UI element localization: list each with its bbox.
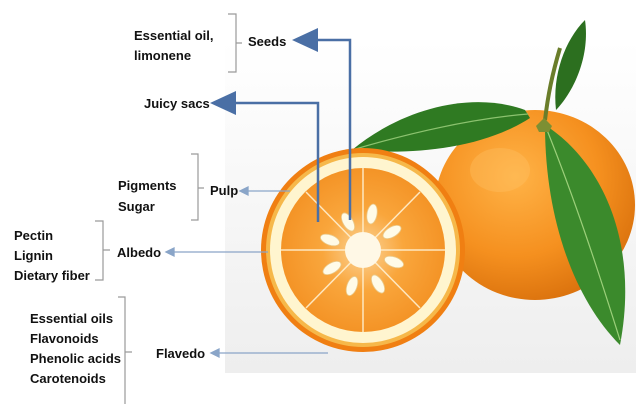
albedo-label: Albedo <box>117 245 161 260</box>
seeds-label: Seeds <box>248 34 286 49</box>
flavedo-component-4: Carotenoids <box>30 371 106 386</box>
pulp-component-2: Sugar <box>118 199 155 214</box>
pulp-bracket <box>191 154 204 220</box>
pulp-component-1: Pigments <box>118 178 177 193</box>
cut-orange-image <box>261 148 465 352</box>
seeds-component-2: limonene <box>134 48 191 63</box>
flavedo-component-3: Phenolic acids <box>30 351 121 366</box>
seeds-component-1: Essential oil, <box>134 28 213 43</box>
albedo-component-3: Dietary fiber <box>14 268 90 283</box>
albedo-bracket <box>95 221 110 280</box>
flavedo-component-1: Essential oils <box>30 311 113 326</box>
pulp-label: Pulp <box>210 183 238 198</box>
albedo-component-2: Lignin <box>14 248 53 263</box>
juicy-sacs-label: Juicy sacs <box>144 96 210 111</box>
albedo-component-1: Pectin <box>14 228 53 243</box>
flavedo-label: Flavedo <box>156 346 205 361</box>
flavedo-component-2: Flavonoids <box>30 331 99 346</box>
